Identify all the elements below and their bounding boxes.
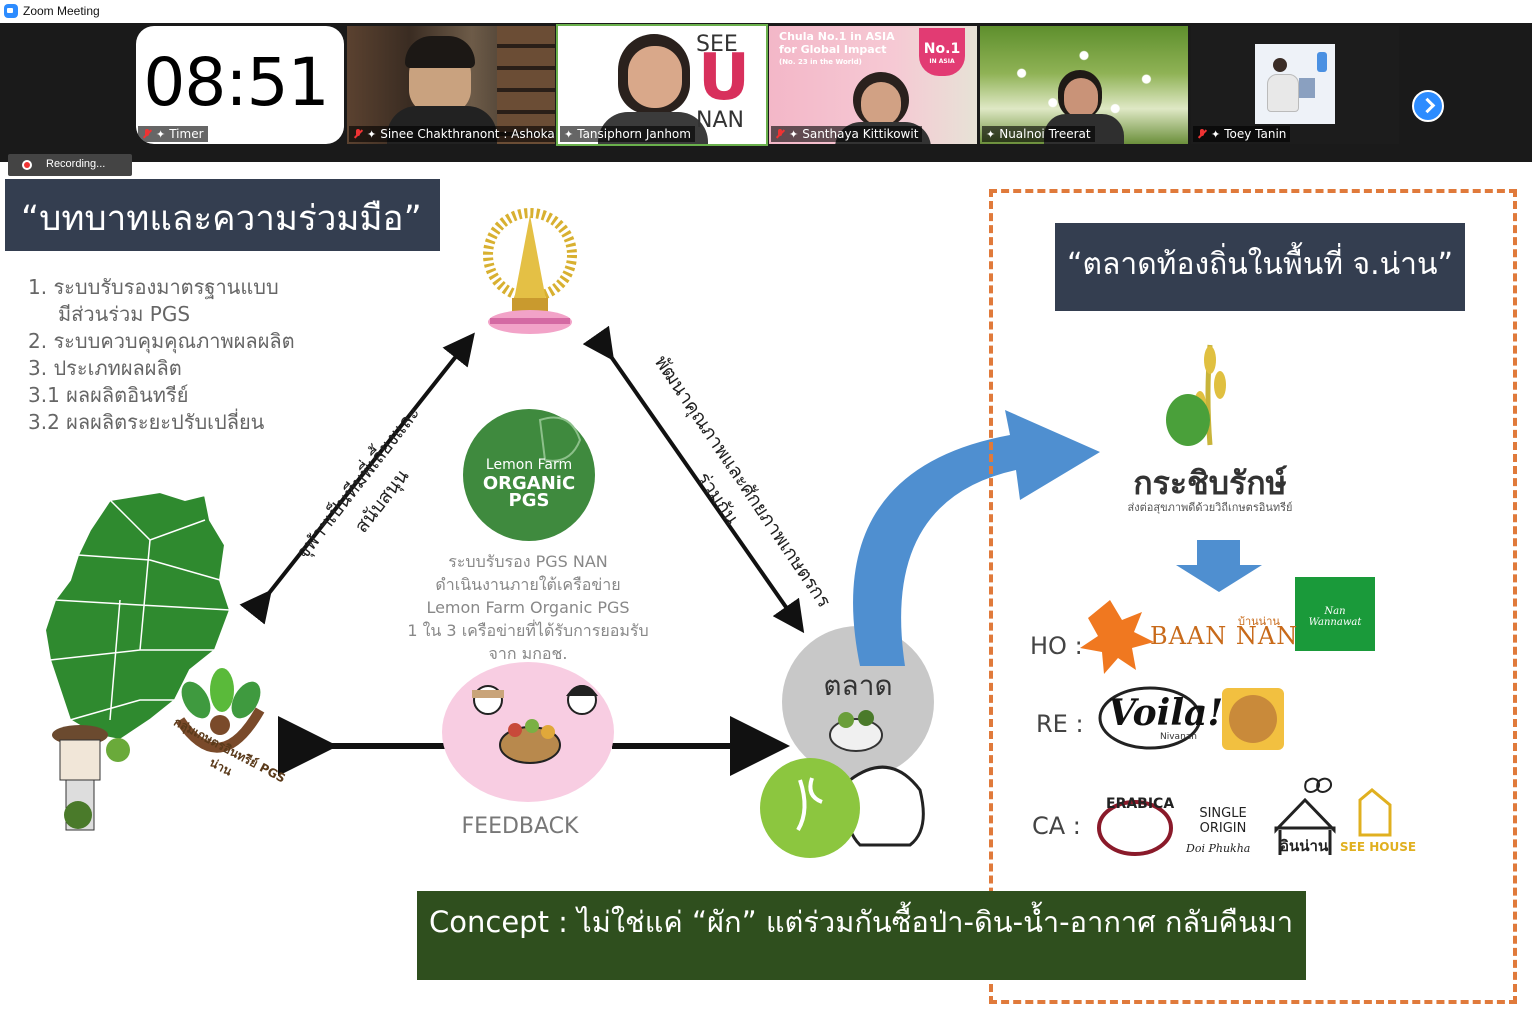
innan-house-icon	[1274, 797, 1336, 855]
baan-nan-logo	[1080, 600, 1154, 674]
list-item: 3.1 ผลผลิตอินทรีย์	[28, 383, 189, 407]
list-item: 1. ระบบรับรองมาตรฐานแบบ	[28, 275, 279, 299]
left-diagonal-arrow	[239, 332, 475, 625]
pgs-description: ระบบรับรอง PGS NAN ดำเนินงานภายใต้เครือข…	[407, 552, 649, 663]
participant-namebar: ✦ Tansiphorn Janhom	[560, 126, 695, 142]
participant-namebar: ✦ Toey Tanin	[1193, 126, 1291, 142]
timer-display: 08:51	[143, 44, 329, 121]
innan-text: อินน่าน	[1280, 837, 1329, 855]
right-diagonal-arrow	[582, 325, 805, 634]
participant-name: Timer	[169, 127, 204, 141]
pin-icon: ✦	[986, 127, 996, 141]
participant-name: Santhaya Kittikowit	[802, 127, 919, 141]
pin-icon: ✦	[789, 127, 799, 141]
participant-tile-santhaya[interactable]: Chula No.1 in ASIA for Global Impact (No…	[769, 26, 977, 144]
local-market-title: “ตลาดท้องถิ่นในพื้นที่ จ.น่าน”	[1055, 223, 1465, 311]
nan-wannawat-text: Nan Wannawat	[1308, 606, 1362, 628]
erabica-logo	[1097, 800, 1173, 856]
participant-tile-nualnoi[interactable]: ✦ Nualnoi Treerat	[980, 26, 1188, 144]
krachib-tagline: ส่งต่อสุขภาพดีด้วยวิถีเกษตรอินทรีย์	[1127, 501, 1293, 514]
doi-phukha-text: Doi Phukha	[1186, 842, 1251, 855]
participant-name: Nualnoi Treerat	[999, 127, 1091, 141]
next-page-button[interactable]	[1412, 90, 1444, 122]
participant-name: Sinee Chakthranont : Ashoka	[380, 127, 555, 141]
pin-icon: ✦	[1211, 127, 1221, 141]
list-item: มีส่วนร่วม PGS	[58, 302, 191, 326]
participant-face	[861, 82, 901, 126]
concept-banner: Concept : ไม่ใช่แค่ “ผัก” แต่ร่วมกันซื้อ…	[417, 891, 1306, 980]
zoom-app-icon	[4, 4, 18, 18]
nan-wannawat-logo	[1295, 577, 1375, 651]
participant-tile-tansiphorn[interactable]: SEE U NAN ✦ Tansiphorn Janhom	[556, 24, 768, 146]
pin-icon: ✦	[367, 127, 377, 141]
see-text: SEE	[696, 32, 738, 57]
chula-banner: Chula No.1 in ASIA for Global Impact (No…	[779, 30, 895, 66]
participant-namebar: ✦ Nualnoi Treerat	[982, 126, 1095, 142]
participant-namebar: ✦ Santhaya Kittikowit	[771, 126, 923, 142]
down-arrow	[1176, 540, 1262, 592]
farmer-figure	[52, 725, 130, 831]
baan-nan-text: BAAN NAN	[1150, 622, 1299, 650]
record-icon	[22, 160, 32, 170]
market-label: ตลาด	[823, 669, 893, 702]
local-market-panel	[989, 189, 1517, 1004]
erabica-text: ERABICA	[1106, 796, 1175, 812]
pgs-group-logo	[175, 668, 265, 753]
market-to-local-arrow	[853, 410, 1100, 666]
recording-indicator[interactable]: Recording...	[8, 154, 132, 176]
nan-province-map	[43, 490, 232, 742]
chula-emblem	[483, 208, 577, 334]
lemon-farm-bag-logo	[760, 758, 860, 858]
participant-name: Tansiphorn Janhom	[577, 127, 691, 141]
voila-text: Voila!	[1108, 692, 1224, 734]
participant-tile-toey[interactable]: ✦ Toey Tanin	[1191, 26, 1399, 144]
list-item: 3.2 ผลผลิตระยะปรับเปลี่ยน	[28, 410, 265, 434]
participant-tile-timer[interactable]: 08:51 ✦ Timer	[136, 26, 344, 144]
participant-tile-sinee[interactable]: ✦ Sinee Chakthranont : Ashoka	[347, 26, 555, 144]
video-strip: 08:51 ✦ Timer ✦ Sinee Chakthranont : Ash…	[0, 23, 1532, 162]
profile-picture	[1255, 44, 1335, 124]
u-letter: U	[698, 41, 750, 115]
see-house-icon	[1358, 788, 1392, 837]
participant-namebar: ✦ Sinee Chakthranont : Ashoka	[349, 126, 555, 142]
pin-icon: ✦	[564, 127, 574, 141]
mic-muted-icon	[353, 129, 363, 139]
recording-label: Recording...	[46, 158, 106, 170]
mic-muted-icon	[142, 129, 152, 139]
participant-face	[1064, 78, 1098, 118]
role-list: 1. ระบบรับรองมาตรฐานแบบ มีส่วนร่วม PGS 2…	[28, 274, 295, 436]
see-house-text: SEE HOUSE	[1340, 840, 1417, 854]
mic-muted-icon	[1197, 129, 1207, 139]
krachib-name: กระชิบรักษ์	[1133, 464, 1287, 502]
mic-muted-icon	[775, 129, 785, 139]
row-label-ho: HO :	[1030, 632, 1083, 660]
row-label-re: RE :	[1036, 710, 1084, 738]
nivanan-text: Nivanan	[1160, 732, 1197, 742]
participant-namebar: ✦ Timer	[138, 126, 208, 142]
row-label-ca: CA :	[1032, 812, 1081, 840]
voila-logo	[1098, 686, 1202, 750]
bookshelf	[497, 26, 555, 144]
pin-icon: ✦	[156, 127, 166, 141]
nan-text: NAN	[696, 108, 744, 133]
baan-nan-thai: บ้านน่าน	[1238, 615, 1280, 628]
participant-face	[628, 46, 682, 108]
feedback-label: FEEDBACK	[461, 814, 579, 839]
no1-badge: No.1 IN ASIA	[919, 28, 965, 76]
window-title: Zoom Meeting	[23, 4, 100, 18]
list-item: 3. ประเภทผลผลิต	[28, 356, 182, 380]
single-origin-text: SINGLE ORIGIN	[1199, 806, 1247, 836]
lemon-farm-logo-text: Lemon Farm ORGANiC PGS	[482, 457, 576, 511]
slide-title: “บทบาทและความร่วมมือ”	[5, 179, 440, 251]
lemon-farm-logo-circle	[463, 409, 595, 541]
participant-name: Toey Tanin	[1224, 127, 1287, 141]
participant-hair	[405, 36, 475, 68]
krachib-logo	[1166, 344, 1226, 446]
